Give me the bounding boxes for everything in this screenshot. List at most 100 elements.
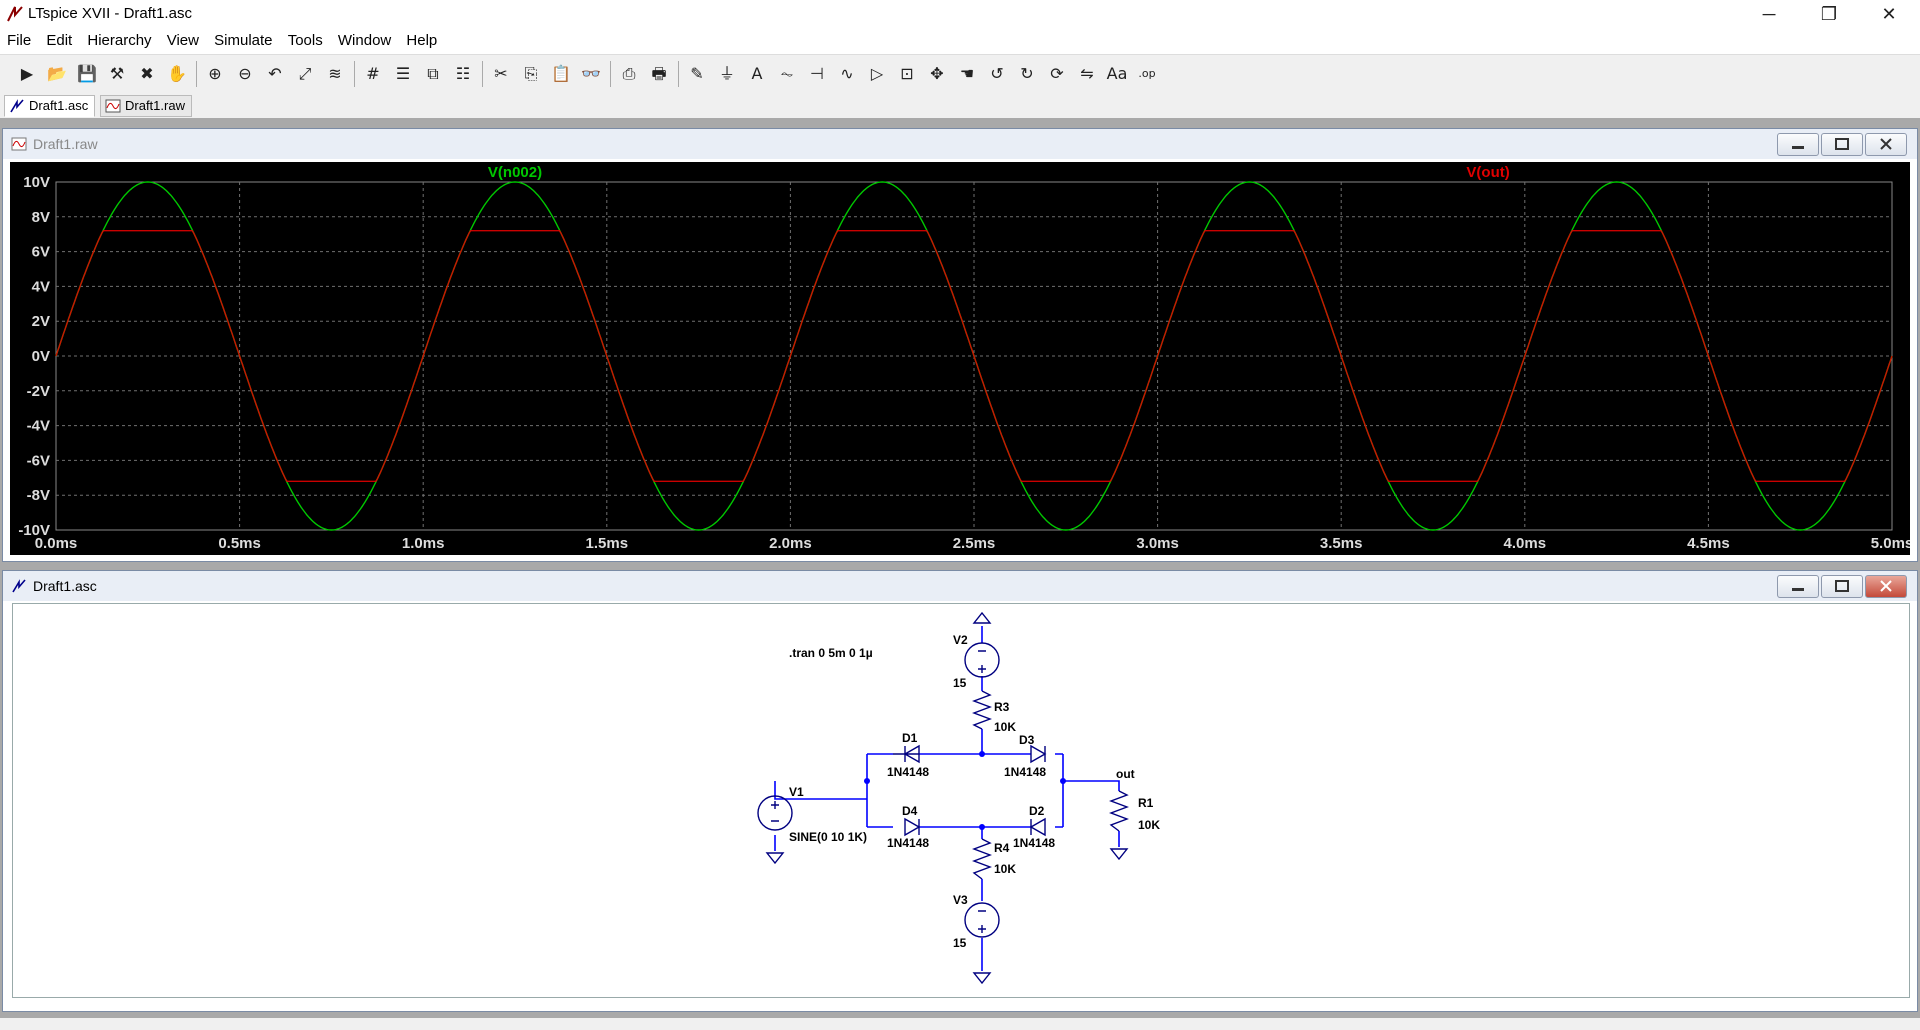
menu-edit[interactable]: Edit — [46, 32, 73, 49]
draw-wire-button[interactable]: ✎ — [684, 61, 710, 87]
copy-icon: ⎘ — [524, 64, 538, 83]
open-button[interactable]: 📂 — [44, 61, 70, 87]
run-button[interactable]: ▶ — [14, 61, 40, 87]
mirror-button[interactable]: ⇋ — [1074, 61, 1100, 87]
schematic-drawing[interactable]: .tran 0 5m 0 1µ V2 15 R3 10K D1 1N4148 D… — [13, 604, 1909, 997]
tab-draft1-asc[interactable]: Draft1.asc — [4, 95, 96, 117]
text-button[interactable]: Aa — [1104, 61, 1130, 87]
minimize-child-button[interactable] — [1777, 575, 1819, 598]
tile-horizontal-button[interactable]: ☰ — [390, 61, 416, 87]
d1-value: 1N4148 — [887, 765, 929, 779]
schematic-icon — [10, 99, 24, 113]
capacitor-icon: ⊣ — [810, 64, 824, 83]
menu-file[interactable]: File — [7, 32, 32, 49]
minimize-button[interactable]: ─ — [1762, 4, 1776, 24]
undo-icon: ↺ — [990, 64, 1004, 83]
grid-button[interactable]: # — [360, 61, 386, 87]
undo-button[interactable]: ↺ — [984, 61, 1010, 87]
inductor-button[interactable]: ∿ — [834, 61, 860, 87]
rotate-button[interactable]: ⟳ — [1044, 61, 1070, 87]
zoom-in-icon: ⊕ — [208, 64, 222, 83]
close-button[interactable]: ✕ — [1881, 4, 1897, 24]
capacitor-button[interactable]: ⊣ — [804, 61, 830, 87]
v1-name: V1 — [789, 785, 804, 799]
r1-name: R1 — [1138, 796, 1154, 810]
series-line-vout — [55, 230, 1893, 482]
find-button[interactable]: 👓 — [578, 61, 604, 87]
menu-view[interactable]: View — [166, 32, 199, 49]
label-net-button[interactable]: A — [744, 61, 770, 87]
grid-icon: # — [366, 64, 380, 83]
open-icon: 📂 — [47, 64, 67, 83]
ground-button[interactable]: ⏚ — [714, 61, 740, 87]
zoom-fit-button[interactable]: ⤢ — [292, 61, 318, 87]
print-preview-button[interactable]: 🖶 — [646, 61, 672, 87]
x-tick-label: 2.0ms — [769, 535, 812, 552]
toolbar-separator — [354, 61, 355, 87]
spice-directive-button[interactable]: .op — [1134, 61, 1160, 87]
x-tick-label: 0.5ms — [218, 535, 261, 552]
move-button[interactable]: ✥ — [924, 61, 950, 87]
spice-directive-icon: .op — [1138, 67, 1156, 80]
redo-icon: ↻ — [1020, 64, 1034, 83]
drag-button[interactable]: ☚ — [954, 61, 980, 87]
menu-window[interactable]: Window — [337, 32, 392, 49]
print-button[interactable]: ⎙ — [616, 61, 642, 87]
print-preview-icon: 🖶 — [651, 64, 667, 83]
menu-simulate[interactable]: Simulate — [214, 32, 273, 49]
halt-icon: ✖ — [140, 64, 154, 83]
tile-vertical-button[interactable]: ☷ — [450, 61, 476, 87]
inductor-icon: ∿ — [840, 64, 854, 83]
menu-hierarchy[interactable]: Hierarchy — [87, 32, 152, 49]
diode-button[interactable]: ▷ — [864, 61, 890, 87]
wires — [774, 626, 1120, 971]
cut-icon: ✂ — [494, 64, 508, 83]
schematic-canvas[interactable]: .tran 0 5m 0 1µ V2 15 R3 10K D1 1N4148 D… — [12, 603, 1910, 998]
close-child-button[interactable] — [1865, 133, 1907, 156]
drag-icon: ☚ — [959, 64, 975, 83]
zoom-out-button[interactable]: ⊖ — [232, 61, 258, 87]
restore-button[interactable]: ❐ — [1820, 4, 1838, 24]
r4-value: 10K — [994, 862, 1016, 876]
spice-directive[interactable]: .tran 0 5m 0 1µ — [789, 646, 873, 660]
maximize-child-button[interactable] — [1821, 133, 1863, 156]
v3-name: V3 — [953, 893, 968, 907]
x-tick-label: 1.5ms — [586, 535, 629, 552]
control-panel-button[interactable]: ⚒ — [104, 61, 130, 87]
menu-help[interactable]: Help — [406, 32, 438, 49]
halt-button[interactable]: ✖ — [134, 61, 160, 87]
cut-button[interactable]: ✂ — [488, 61, 514, 87]
autorange-button[interactable]: ≋ — [322, 61, 348, 87]
pan-button[interactable]: ✋ — [164, 61, 190, 87]
symbols — [757, 611, 1129, 985]
cascade-button[interactable]: ⧉ — [420, 61, 446, 87]
close-child-button[interactable] — [1865, 575, 1907, 598]
component-button[interactable]: ⊡ — [894, 61, 920, 87]
x-tick-label: 3.0ms — [1136, 535, 1179, 552]
v3-value: 15 — [953, 936, 967, 950]
maximize-child-button[interactable] — [1821, 575, 1863, 598]
text-icon: Aa — [1106, 64, 1128, 83]
schematic-window-caption: Draft1.asc — [3, 571, 1917, 601]
copy-button[interactable]: ⎘ — [518, 61, 544, 87]
menu-tools[interactable]: Tools — [287, 32, 323, 49]
d1-name: D1 — [902, 731, 918, 745]
minimize-child-button[interactable] — [1777, 133, 1819, 156]
save-button[interactable]: 💾 — [74, 61, 100, 87]
zoom-back-button[interactable]: ↶ — [262, 61, 288, 87]
paste-icon: 📋 — [551, 64, 571, 83]
menu-bar: File Edit Hierarchy View Simulate Tools … — [0, 28, 1920, 54]
redo-button[interactable]: ↻ — [1014, 61, 1040, 87]
tab-draft1-raw[interactable]: Draft1.raw — [100, 95, 192, 117]
zoom-in-button[interactable]: ⊕ — [202, 61, 228, 87]
net-label-out[interactable]: out — [1116, 767, 1135, 781]
print-icon: ⎙ — [622, 64, 636, 83]
tile-vertical-icon: ☷ — [455, 64, 471, 83]
tile-horizontal-icon: ☰ — [395, 64, 411, 83]
toolbar: ▶ 📂 💾⚒ ✖ ✋ ⊕ ⊖↶⤢≋ # ☰ ⧉ ☷ ✂ ⎘ 📋 👓 ⎙ 🖶 ✎⏚A⏦ ⊣ ∿ ▷⊡✥ ☚ ↺ ↻ ⟳⇋ Aa .op — [0, 54, 1920, 94]
toolbar-separator — [678, 61, 679, 87]
resistor-button[interactable]: ⏦ — [774, 61, 800, 87]
paste-button[interactable]: 📋 — [548, 61, 574, 87]
